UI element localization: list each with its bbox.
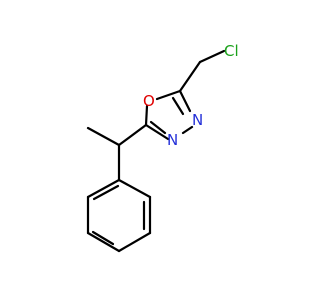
bond-ch2-cl <box>198 49 226 64</box>
bond-o-c2 <box>155 89 182 101</box>
oxygen-atom-label: O <box>143 92 155 110</box>
bond-n4-c5 <box>144 123 170 141</box>
chlorine-atom-label: Cl <box>224 42 239 60</box>
benzene-bond-1 <box>117 178 152 199</box>
bond-c5-ch <box>117 123 148 147</box>
bond-c2-n3-inner <box>171 96 185 116</box>
bond-ring-ch2 <box>178 60 202 93</box>
nitrogen-atom-label-3: N <box>192 111 203 129</box>
bond-ch-methyl <box>86 126 121 147</box>
bond-c2-n3 <box>178 89 192 113</box>
benzene-ring <box>86 178 152 253</box>
oxadiazole-ring <box>144 89 194 141</box>
phenylethyl-group <box>86 123 148 182</box>
chloromethyl-group <box>178 49 226 93</box>
bond-n3-n4 <box>181 125 194 135</box>
benzene-inner-bond-b <box>91 230 115 246</box>
benzene-bond-4 <box>86 231 121 253</box>
benzene-bond-3 <box>117 231 152 253</box>
structure-diagram: Cl O N N <box>86 42 239 253</box>
bond-c5-o <box>144 104 149 127</box>
benzene-bond-6 <box>86 178 121 199</box>
benzene-inner-bond-c <box>92 184 120 201</box>
bond-n4-c5-inner <box>149 120 167 135</box>
nitrogen-atom-label-4: N <box>167 131 178 149</box>
